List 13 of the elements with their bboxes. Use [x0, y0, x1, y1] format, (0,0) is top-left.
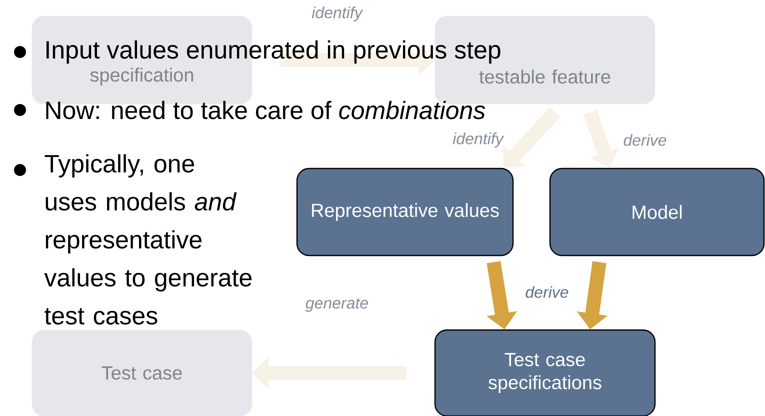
edge-label: identify — [312, 6, 364, 22]
faded-box: Test case — [32, 330, 252, 416]
process-box: Model — [549, 168, 765, 256]
edge-label: derive — [624, 134, 666, 146]
bullet-text: Now: need to take care of combinations — [14, 100, 486, 120]
edge-label: identify — [452, 132, 504, 148]
process-box: Test case specifications — [434, 329, 656, 416]
block-arrow — [503, 107, 560, 168]
bullet-text: Typically, one uses models and representative values to generate test cases — [14, 154, 252, 325]
bullet-text: Input values enumerated in previous step — [14, 40, 500, 64]
process-box: Representative values — [296, 168, 514, 256]
edge-label: derive — [526, 286, 568, 298]
edge-label: generate — [305, 298, 368, 312]
